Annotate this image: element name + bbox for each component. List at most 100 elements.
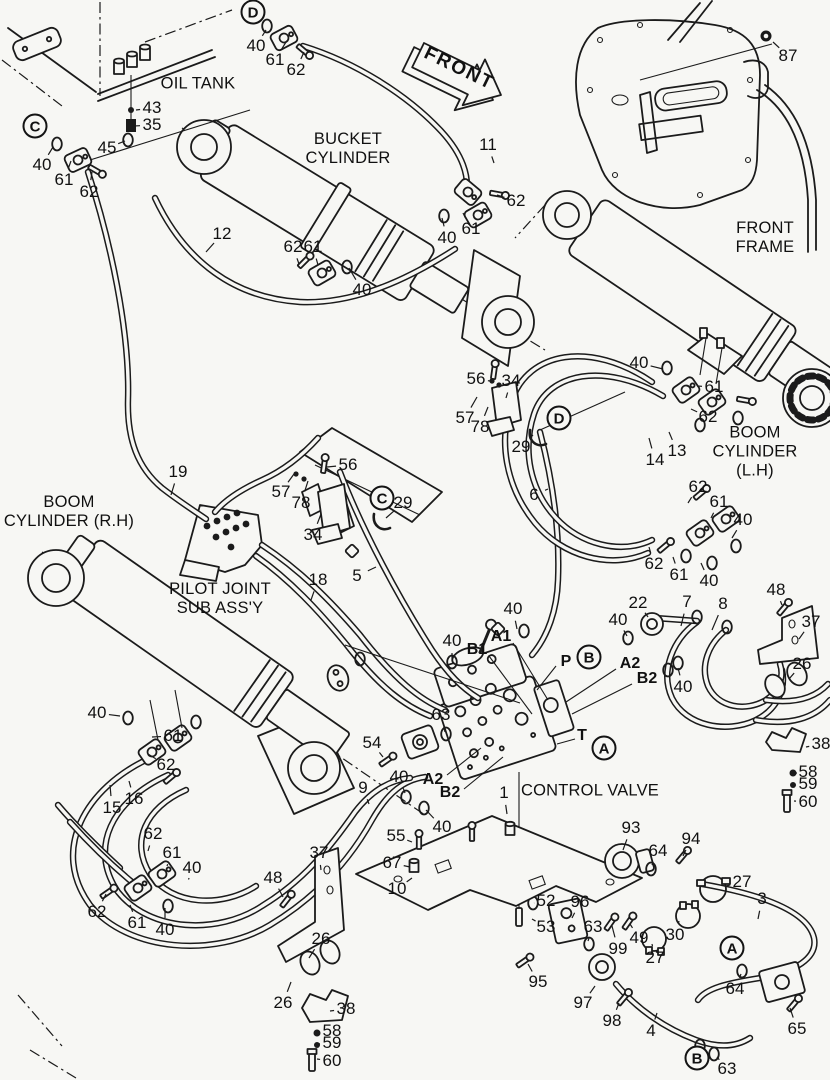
label-boom-cylinder-rh: BOOM CYLINDER (R.H) bbox=[3, 493, 135, 530]
hoses-art bbox=[58, 46, 830, 946]
part-label-61: 61 bbox=[265, 50, 285, 69]
part-label-48: 48 bbox=[766, 580, 786, 599]
circle-label-d: D bbox=[240, 0, 266, 25]
port-label-a1: A1 bbox=[490, 628, 512, 645]
part-label-64: 64 bbox=[648, 841, 668, 860]
part-label-61: 61 bbox=[163, 726, 183, 745]
oil-tank-art bbox=[2, 2, 232, 148]
part-label-62: 62 bbox=[283, 237, 303, 256]
part-label-60: 60 bbox=[798, 792, 818, 811]
part-label-61: 61 bbox=[127, 913, 147, 932]
part-label-59: 59 bbox=[798, 774, 818, 793]
port-label-b2: B2 bbox=[439, 784, 461, 801]
part-label-6: 6 bbox=[529, 485, 539, 504]
part-label-56: 56 bbox=[338, 455, 358, 474]
control-valve-art bbox=[377, 605, 578, 926]
part-label-40: 40 bbox=[442, 631, 462, 650]
brackets-art bbox=[278, 596, 818, 1071]
part-label-3: 3 bbox=[757, 889, 767, 908]
part-label-61: 61 bbox=[461, 219, 481, 238]
part-label-38: 38 bbox=[336, 999, 356, 1018]
part-label-62: 62 bbox=[156, 755, 176, 774]
part-label-62: 62 bbox=[688, 477, 708, 496]
part-label-61: 61 bbox=[303, 237, 323, 256]
circle-label-a: A bbox=[591, 735, 617, 761]
port-label-a2: A2 bbox=[619, 655, 641, 672]
part-label-78: 78 bbox=[291, 493, 311, 512]
part-label-18: 18 bbox=[308, 570, 328, 589]
part-label-64: 64 bbox=[725, 979, 745, 998]
part-label-62: 62 bbox=[644, 554, 664, 573]
part-label-40: 40 bbox=[389, 767, 409, 786]
part-label-43: 43 bbox=[142, 98, 162, 117]
part-label-62: 62 bbox=[506, 191, 526, 210]
part-label-29: 29 bbox=[511, 437, 531, 456]
part-label-8: 8 bbox=[718, 594, 728, 613]
part-label-15: 15 bbox=[102, 798, 122, 817]
part-label-62: 62 bbox=[79, 182, 99, 201]
port-label-b2: B2 bbox=[636, 670, 658, 687]
part-label-96: 96 bbox=[570, 892, 590, 911]
part-label-29: 29 bbox=[393, 493, 413, 512]
part-label-55: 55 bbox=[386, 826, 406, 845]
part-label-40: 40 bbox=[608, 610, 628, 629]
part-label-61: 61 bbox=[704, 377, 724, 396]
pilot-joint-art bbox=[180, 505, 262, 581]
part-label-40: 40 bbox=[629, 353, 649, 372]
part-label-5: 5 bbox=[352, 566, 362, 585]
part-label-40: 40 bbox=[733, 510, 753, 529]
port-label-t: T bbox=[577, 727, 587, 744]
part-label-49: 49 bbox=[629, 928, 649, 947]
label-oil-tank: OIL TANK bbox=[160, 74, 236, 93]
part-label-40: 40 bbox=[673, 677, 693, 696]
label-pilot-joint-sub-assy: PILOT JOINT SUB ASS'Y bbox=[169, 580, 271, 617]
part-label-30: 30 bbox=[665, 925, 685, 944]
part-label-58: 58 bbox=[798, 762, 818, 781]
circle-label-c: C bbox=[22, 113, 48, 139]
part-label-1: 1 bbox=[499, 783, 509, 802]
part-label-56: 56 bbox=[466, 369, 486, 388]
part-label-37: 37 bbox=[309, 843, 329, 862]
part-label-59: 59 bbox=[322, 1033, 342, 1052]
part-label-60: 60 bbox=[322, 1051, 342, 1070]
part-label-61: 61 bbox=[54, 170, 74, 189]
part-label-63: 63 bbox=[583, 917, 603, 936]
label-control-valve: CONTROL VALVE bbox=[521, 781, 659, 800]
part-label-57: 57 bbox=[455, 408, 475, 427]
part-label-45: 45 bbox=[97, 138, 117, 157]
part-label-95: 95 bbox=[528, 972, 548, 991]
part-label-54: 54 bbox=[362, 733, 382, 752]
part-label-12: 12 bbox=[212, 224, 232, 243]
front-frame-art bbox=[515, 1, 816, 252]
front-arrow-art bbox=[397, 29, 512, 125]
part-label-65: 65 bbox=[787, 1019, 807, 1038]
part-label-13: 13 bbox=[667, 441, 687, 460]
part-label-35: 35 bbox=[142, 115, 162, 134]
part-label-40: 40 bbox=[432, 817, 452, 836]
part-label-14: 14 bbox=[645, 450, 665, 469]
part-label-63: 63 bbox=[431, 705, 451, 724]
port-label-p: P bbox=[560, 653, 572, 670]
part-label-48: 48 bbox=[263, 868, 283, 887]
label-front-frame: FRONT FRAME bbox=[735, 219, 795, 256]
circle-label-c: C bbox=[369, 485, 395, 511]
part-label-94: 94 bbox=[681, 829, 701, 848]
part-label-57: 57 bbox=[271, 482, 291, 501]
part-label-61: 61 bbox=[162, 843, 182, 862]
circle-label-d: D bbox=[546, 405, 572, 431]
part-label-78: 78 bbox=[470, 417, 490, 436]
part-label-99: 99 bbox=[608, 939, 628, 958]
circle-label-a: A bbox=[719, 935, 745, 961]
part-label-22: 22 bbox=[628, 593, 648, 612]
part-label-4: 4 bbox=[646, 1021, 656, 1040]
port-label-b1: B1 bbox=[466, 641, 488, 658]
part-label-97: 97 bbox=[573, 993, 593, 1012]
part-label-34: 34 bbox=[501, 371, 521, 390]
part-label-87: 87 bbox=[778, 46, 798, 65]
port-label-a2: A2 bbox=[422, 771, 444, 788]
part-label-40: 40 bbox=[699, 571, 719, 590]
part-label-61: 61 bbox=[669, 565, 689, 584]
pump-line-art bbox=[514, 844, 814, 1062]
